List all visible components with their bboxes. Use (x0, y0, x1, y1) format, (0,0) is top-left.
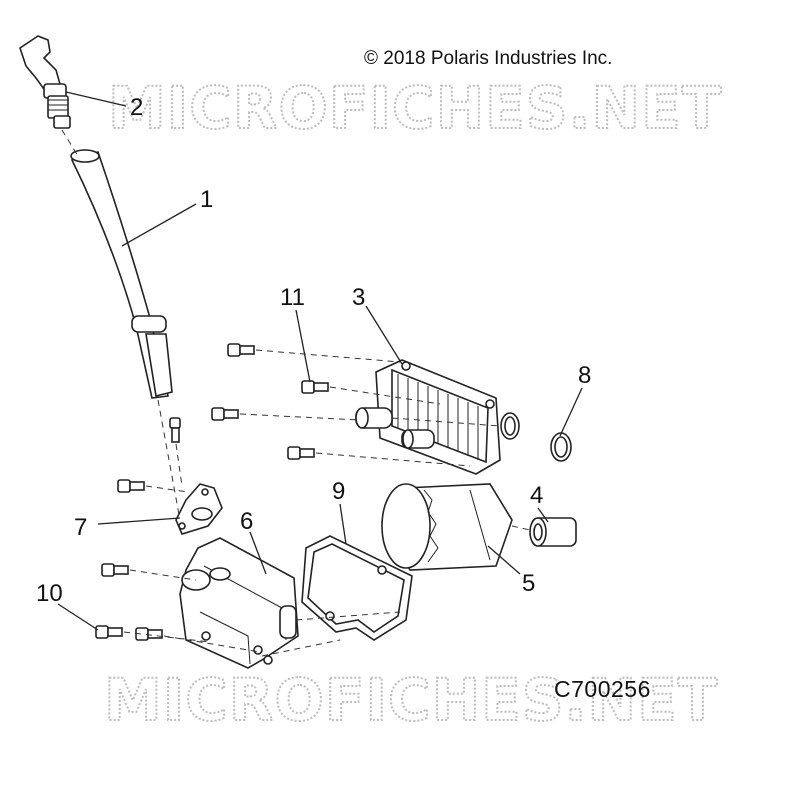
copyright-text: © 2018 Polaris Industries Inc. (364, 48, 613, 69)
dipstick-tube-part (70, 149, 173, 399)
callout-5: 5 (522, 570, 536, 597)
watermark-top: MICROFICHES.NET (108, 74, 722, 142)
callout-1: 1 (200, 186, 214, 213)
flange-gasket-part (175, 483, 223, 535)
oil-cooler-part (355, 359, 501, 475)
callout-3: 3 (352, 284, 366, 311)
callout-6: 6 (240, 508, 254, 535)
callout-10: 10 (36, 580, 63, 607)
cooler-screws (211, 343, 329, 460)
callout-2: 2 (130, 94, 144, 121)
callout-11: 11 (280, 284, 305, 311)
housing-screws (95, 417, 181, 641)
callout-4: 4 (530, 482, 544, 509)
dipstick-part (19, 35, 71, 129)
callout-8: 8 (578, 362, 592, 389)
figure-code: C700256 (554, 676, 651, 702)
watermark-bottom: MICROFICHES.NET (104, 666, 718, 734)
leader-lines (57, 91, 583, 631)
callout-7: 7 (74, 514, 88, 541)
callout-9: 9 (332, 478, 346, 505)
o-ring-part (500, 412, 572, 462)
filter-housing-part (179, 537, 299, 669)
housing-gasket-part (301, 535, 413, 641)
adapter-fitting-part (529, 517, 577, 547)
oil-filter-part (381, 483, 513, 571)
